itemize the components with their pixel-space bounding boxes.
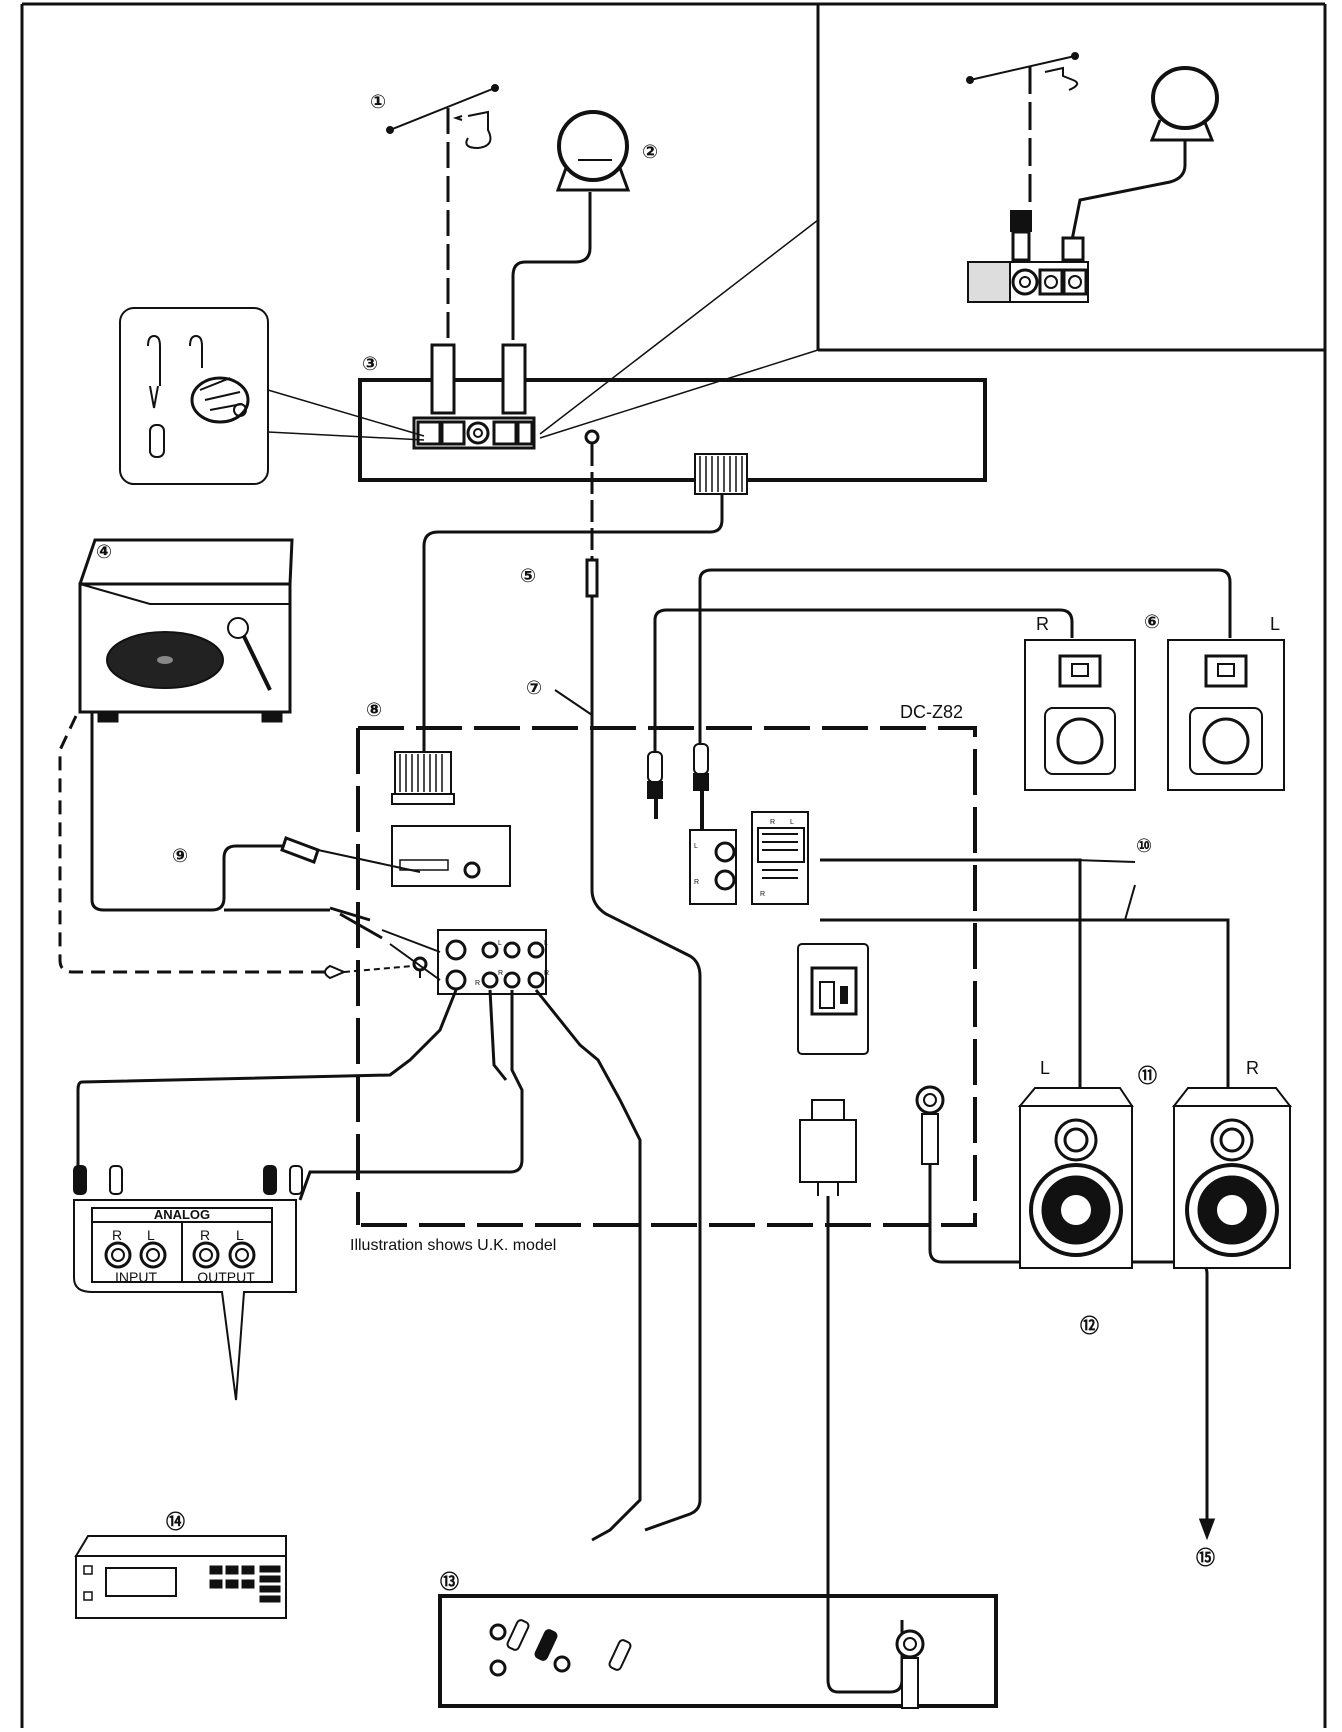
satellite-speaker-right: [1025, 640, 1135, 790]
sub-out-l-label: L: [694, 843, 698, 850]
ground-lead-plug: [917, 1087, 943, 1164]
main-speaker-left-label: L: [1040, 1058, 1050, 1078]
callout-4: ④: [96, 542, 112, 563]
callout-10: ⑩: [1136, 836, 1152, 857]
callout-2: ②: [642, 142, 658, 163]
callout-15: ⑮: [1196, 1546, 1215, 1569]
analog-output-r: R: [200, 1227, 210, 1243]
model-label: DC-Z82: [900, 702, 963, 722]
wire-detail-inset: [120, 308, 268, 484]
diagram-frame: [22, 4, 1325, 1728]
ac-outlet-panel: [798, 944, 868, 1054]
callout-14: ⑭: [166, 1510, 185, 1533]
satellite-speaker-left: [1168, 640, 1284, 790]
fm-antenna: [387, 85, 498, 340]
model-note: Illustration shows U.K. model: [350, 1237, 556, 1254]
inset-antenna-diagram: [967, 53, 1217, 302]
tape-deck: [76, 1536, 286, 1618]
analog-output-label: OUTPUT: [197, 1269, 255, 1285]
cd-player: [440, 1596, 996, 1708]
ac-plug: [800, 1100, 856, 1196]
term-l-label: L: [790, 819, 794, 826]
jack-label-cd-r: R: [544, 970, 549, 977]
callout-3: ③: [362, 354, 378, 375]
analog-title: ANALOG: [154, 1207, 210, 1222]
analog-input-label: INPUT: [115, 1269, 157, 1285]
jack-label-in-r: R: [498, 970, 503, 977]
callout-12: ⑫: [1080, 1314, 1099, 1337]
callout-7: ⑦: [526, 678, 542, 699]
main-speaker-left: [1020, 1088, 1132, 1268]
term-r2-label: R: [760, 891, 765, 898]
callout-11: ⑪: [1138, 1064, 1157, 1087]
callout-5: ⑤: [520, 566, 536, 587]
sub-out-r-label: R: [694, 879, 699, 886]
sat-speaker-left-label: L: [1270, 614, 1280, 634]
callout-9: ⑨: [172, 846, 188, 867]
analog-panel-bubble: [74, 1200, 296, 1400]
turntable: [80, 540, 292, 722]
main-speaker-right: [1174, 1088, 1290, 1268]
analog-input-r: R: [112, 1227, 122, 1243]
analog-output-l: L: [236, 1227, 244, 1243]
sat-speaker-right-label: R: [1036, 614, 1049, 634]
jack-label-cd-l: L: [544, 940, 548, 947]
term-r-label: R: [770, 819, 775, 826]
callout-13: ⑬: [440, 1570, 459, 1593]
callout-1: ①: [370, 92, 386, 113]
jack-label-tape-r: R: [475, 980, 480, 987]
jack-label-in-l: L: [498, 940, 502, 947]
callout-8: ⑧: [366, 700, 382, 721]
controller-ribbon-connector: [392, 752, 510, 886]
callout-6: ⑥: [1144, 612, 1160, 633]
analog-input-l: L: [147, 1227, 155, 1243]
main-speaker-right-label: R: [1246, 1058, 1259, 1078]
am-loop-antenna: [513, 112, 628, 340]
